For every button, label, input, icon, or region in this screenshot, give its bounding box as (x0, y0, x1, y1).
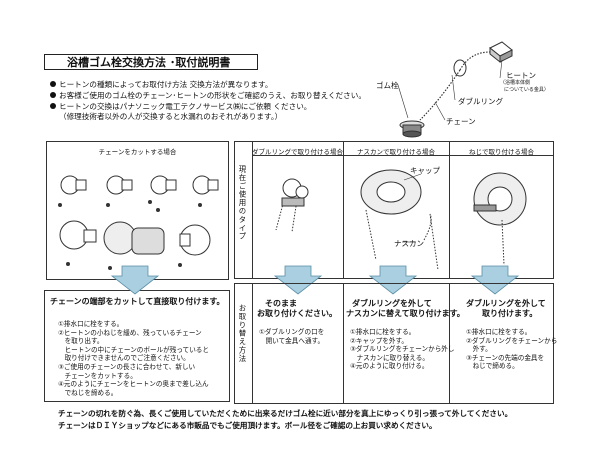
step: ②キャップを外す。 (350, 336, 409, 345)
step: ①ダブルリングの口を (259, 328, 325, 336)
double-ring-illustration (275, 178, 309, 233)
note-2: お客様ご使用のゴム栓のチェーン･ヒートンの形状をご確認のうえ、お取り替えください… (50, 91, 366, 101)
cut-chain-illustration (58, 175, 219, 270)
double-ring-title-1: そのまま (265, 299, 297, 308)
double-ring-steps: ①ダブルリングの口を 開いて金具へ通す。 (259, 328, 324, 345)
step: ヒートンの中にチェーンのボールが残っていると (58, 345, 209, 354)
screw-title-2: 取り付けます。 (482, 309, 538, 318)
double-ring-icon (453, 59, 467, 77)
parts-diagram (397, 41, 513, 138)
step: 取り付けできませんのでご注意ください。 (58, 354, 190, 363)
label-heaton: ヒートン (506, 71, 536, 80)
bullet-icon (50, 81, 56, 87)
step: ③ご使用のチェーンの長さに合わせて、新しい (58, 362, 196, 371)
footer-line-2: チェーンはＤＩＹショップなどにある市販品でもご使用頂けます。ボール径をご確認の上… (58, 421, 437, 430)
arrow-down-icon (470, 265, 520, 295)
nasukan-illustration (360, 169, 439, 271)
side-label-current-type: 現在ご使用のタイプ (238, 165, 247, 241)
note-3: ヒートンの交換はパナソニック電工テクノサービス㈱にご依頼 ください。 (50, 102, 311, 112)
double-ring-title-2: お取り付けください。 (257, 309, 337, 318)
label-heaton-note-2: についている金具） (504, 87, 549, 93)
step: ②ヒートンの小ねじを緩め、残っているチェーン (58, 328, 202, 337)
chain-icon (419, 69, 461, 121)
step: でねじを締める。 (58, 388, 118, 397)
bullet-icon (50, 92, 56, 98)
step: ねじで締める。 (466, 362, 519, 371)
header-nasukan: ナスカンで取り付ける場合 (357, 148, 435, 156)
step: チェーンをカットする。 (58, 371, 137, 380)
label-chain: チェーン (446, 117, 476, 126)
step: ①排水口に栓をする。 (466, 328, 532, 336)
header-screw: ねじで取り付ける場合 (469, 148, 534, 156)
cut-chain-steps: ①排水口に栓をする。 ②ヒートンの小ねじを緩め、残っているチェーン を取り出す。… (58, 320, 209, 397)
arrow-down-icon (368, 265, 418, 295)
step: ①排水口に栓をする。 (350, 328, 416, 336)
side-label-method: お取り替え方法 (238, 304, 247, 363)
bullet-icon (50, 103, 56, 109)
header-double-ring: ダブルリングで取り付ける場合 (252, 148, 343, 156)
step: ④元のようにチェーンをヒートンの奥まで差し込ん (58, 380, 209, 389)
method-panel (234, 283, 554, 404)
step: ③ダブルリングをチェーンから外し (350, 345, 455, 354)
arrow-down-icon (273, 265, 323, 295)
step: ②ダブルリングをチェーンから (466, 336, 558, 345)
nasukan-steps: ①排水口に栓をする。 ②キャップを外す。 ③ダブルリングをチェーンから外し ナス… (350, 328, 455, 371)
arrow-down-icon (110, 265, 160, 295)
label-heaton-note-1: （浴槽本体側 (500, 80, 531, 86)
header-cut-chain: チェーンをカットする場合 (98, 148, 177, 156)
step: 外す。 (466, 345, 492, 354)
label-nasukan: ナスカン (394, 239, 424, 248)
step: ①排水口に栓をする。 (58, 320, 124, 328)
step: 開いて金具へ通す。 (259, 336, 325, 345)
label-double-ring: ダブルリング (458, 97, 503, 106)
footer-line-1: チェーンの切れを防ぐ為、長くご使用していただくために出来るだけゴム栓に近い部分を… (58, 409, 513, 418)
step: ④元のように取り付ける。 (350, 362, 429, 371)
screw-title-1: ダブルリングを外して (466, 299, 546, 308)
note-4: （修理技術者以外の人が交換すると水漏れのおそれがあります。） (59, 112, 283, 121)
step: ③チェーンの先端の金具を (466, 353, 545, 362)
nasukan-title-1: ダブルリングを外して (352, 299, 432, 308)
page-title: 浴槽ゴム栓交換方法 ･取付説明書 (44, 54, 258, 70)
rubber-plug-icon (399, 120, 425, 138)
step: を取り出す。 (58, 337, 104, 346)
screw-illustration (473, 172, 527, 266)
label-rubber-plug: ゴム栓 (376, 81, 399, 90)
nasukan-title-2: ナスカンに替えて取り付けます。 (346, 309, 465, 318)
screw-steps: ①排水口に栓をする。 ②ダブルリングをチェーンから 外す。 ③チェーンの先端の金… (466, 328, 557, 371)
step: ナスカンに取り替える。 (350, 353, 429, 362)
note-1: ヒートンの種類によってお取付け方法 交換方法が異なります。 (50, 80, 272, 90)
label-cap: キャップ (410, 166, 440, 175)
heaton-icon (489, 41, 513, 64)
cut-chain-title: チェーンの端部をカットして直接取り付けます。 (50, 297, 225, 306)
